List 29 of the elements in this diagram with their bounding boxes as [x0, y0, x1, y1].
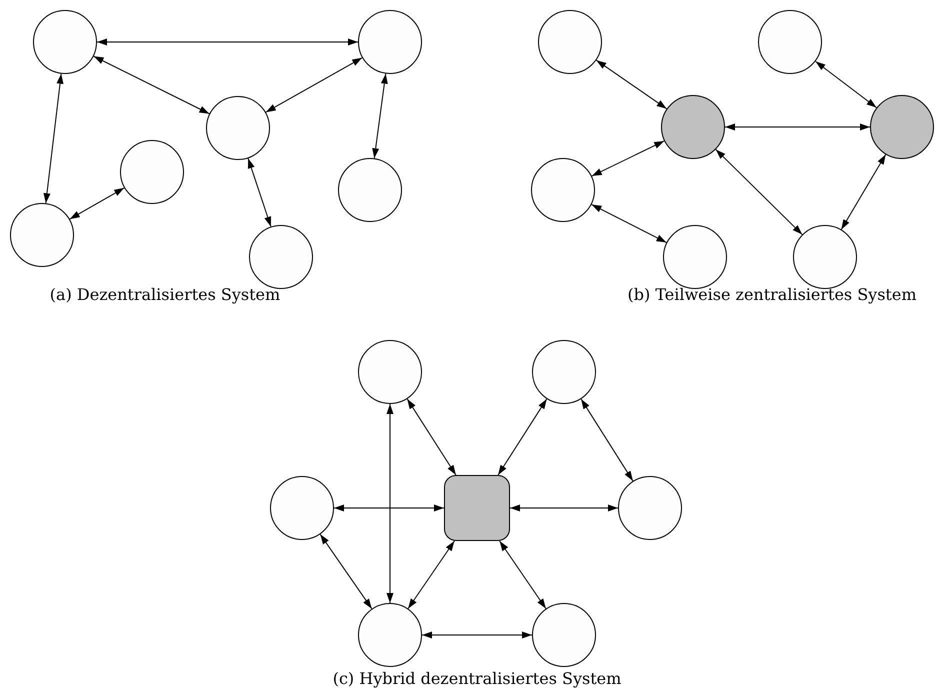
double-arrow [320, 534, 372, 610]
double-arrow [265, 57, 363, 113]
caption: (a) Dezentralisiertes System [50, 285, 280, 304]
double-arrow [408, 540, 455, 610]
double-arrow [334, 504, 444, 512]
double-arrow [840, 154, 886, 230]
double-arrow [96, 38, 358, 46]
double-arrow [580, 398, 634, 482]
caption: (b) Teilweise zentralisiertes System [628, 285, 916, 304]
double-arrow [715, 148, 803, 236]
double-arrow [499, 540, 546, 610]
double-arrow [44, 73, 64, 204]
double-arrow [372, 73, 388, 159]
double-arrow [248, 158, 272, 228]
double-arrow [422, 632, 532, 638]
double-arrow [498, 398, 548, 476]
double-arrow [69, 187, 125, 220]
rounded-box [444, 475, 510, 541]
double-arrow [815, 60, 877, 108]
double-arrow [406, 398, 456, 476]
double-arrow [591, 140, 665, 177]
double-arrow [510, 504, 618, 512]
double-arrow [596, 60, 668, 110]
double-arrow [591, 204, 667, 244]
double-arrow [386, 404, 394, 604]
double-arrow [724, 124, 870, 130]
caption: (c) Hybrid dezentralisiertes System [332, 669, 622, 688]
double-arrow [93, 56, 210, 114]
circle-node [661, 95, 725, 159]
